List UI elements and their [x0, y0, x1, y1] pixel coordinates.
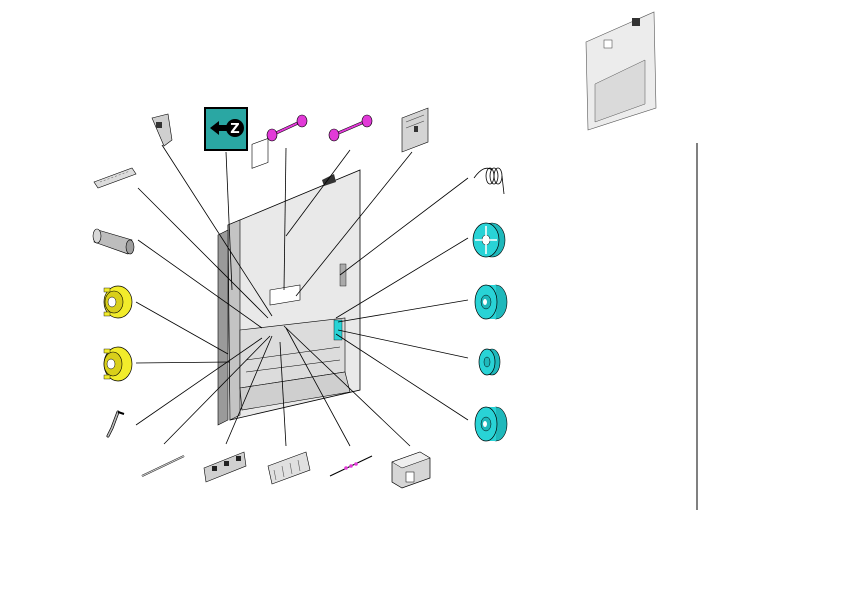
yellow-gear-icon: [103, 285, 133, 319]
magenta-shaft-icon: [328, 114, 373, 142]
hook-pin-icon: [106, 410, 125, 438]
magenta-shaft-icon: [266, 114, 308, 142]
rod-icon: [141, 455, 185, 477]
teal-roller-icon: [474, 406, 508, 442]
badge-letter: Z: [230, 122, 239, 137]
spring-icon: [473, 167, 505, 195]
leader-lines: [135, 144, 469, 447]
assembly-thumbnail: [585, 11, 657, 131]
teal-wheel-icon: [472, 222, 506, 258]
left-arrow-icon: [210, 121, 227, 135]
z-badge-icon: Z: [204, 107, 248, 151]
comb-guide-icon: [267, 451, 311, 485]
teal-roller-icon: [474, 284, 508, 320]
strip-bracket-icon: [203, 451, 247, 483]
teal-roller-small-icon: [478, 348, 501, 376]
clip-bracket-icon: [151, 113, 173, 147]
yellow-gear-icon: [103, 346, 133, 382]
door-frame-assembly: [217, 138, 361, 426]
guide-bracket-icon: [93, 167, 137, 189]
block-holder-icon: [391, 451, 431, 489]
cover-plate-icon: [401, 107, 429, 153]
pin-shaft-icon: [329, 455, 373, 477]
tube-icon: [92, 228, 135, 255]
